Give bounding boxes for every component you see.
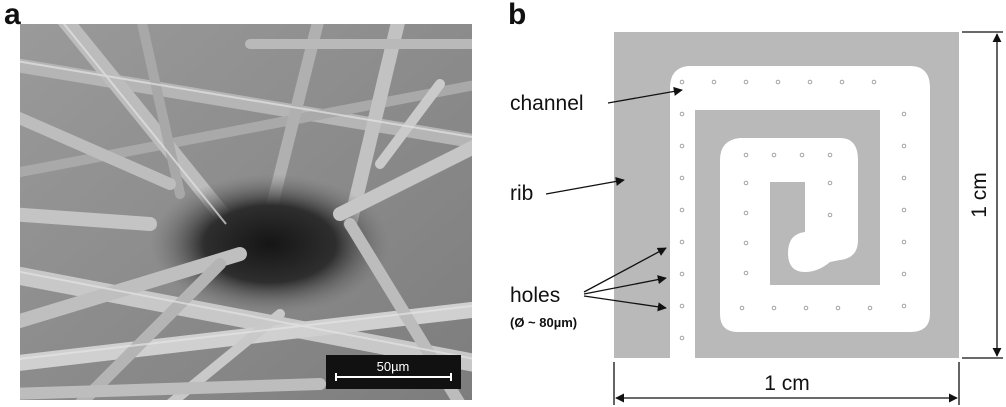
hole-marker [867, 305, 873, 311]
hole-marker [679, 335, 685, 341]
label-holes: holes [510, 284, 560, 307]
hole-marker [679, 207, 685, 213]
hole-marker [711, 79, 717, 85]
label-rib: rib [510, 182, 533, 205]
hole-marker [827, 212, 833, 218]
hole-marker [679, 111, 685, 117]
hole-marker [807, 79, 813, 85]
hole-marker [901, 303, 907, 309]
hole-marker [743, 152, 749, 158]
hole-marker [771, 152, 777, 158]
hole-marker [679, 303, 685, 309]
hole-marker [739, 305, 745, 311]
arrow-channel [607, 86, 683, 104]
hole-marker [743, 240, 749, 246]
hole-marker [743, 210, 749, 216]
hole-marker [827, 152, 833, 158]
hole-marker [901, 175, 907, 181]
hole-marker [679, 271, 685, 277]
sem-micrograph: 50µm [20, 24, 472, 400]
hole-marker [679, 175, 685, 181]
hole-marker [901, 271, 907, 277]
dimension-width-label: 1 cm [764, 372, 810, 395]
sem-fibers-front [20, 79, 472, 400]
hole-marker [901, 111, 907, 117]
hole-marker [743, 79, 749, 85]
hole-marker [901, 239, 907, 245]
dimension-height: 1 cm [962, 31, 1003, 359]
arrow-hole-2 [583, 275, 667, 295]
hole-marker [901, 207, 907, 213]
hole-marker [839, 79, 845, 85]
scale-bar: 50µm [326, 355, 461, 389]
hole-marker [775, 79, 781, 85]
sem-fiber-highlights [20, 24, 472, 360]
scale-bar-box [326, 355, 461, 389]
arrow-hole-1 [583, 247, 667, 293]
hole-marker [743, 180, 749, 186]
arrow-rib [545, 176, 625, 195]
hole-marker [771, 305, 777, 311]
hole-marker [743, 270, 749, 276]
panel-a-letter: a [4, 0, 21, 31]
label-holes-diameter: (Ø ~ 80µm) [510, 315, 577, 330]
hole-marker [871, 79, 877, 85]
hole-marker [679, 143, 685, 149]
hole-marker [803, 305, 809, 311]
hole-marker [679, 79, 685, 85]
hole-marker [799, 152, 805, 158]
hole-marker [901, 143, 907, 149]
holes-group [679, 79, 907, 341]
label-channel: channel [510, 92, 584, 115]
hole-marker [679, 239, 685, 245]
panel-b-letter: b [508, 0, 527, 31]
hole-marker [835, 305, 841, 311]
scale-bar-label: 50µm [377, 359, 410, 374]
hole-marker [827, 180, 833, 186]
serpentine-channel [670, 66, 930, 358]
flow-field-diagram: channel rib holes (Ø ~ 80µm) 1 cm 1 cm [510, 31, 1003, 405]
dimension-height-label: 1 cm [968, 172, 991, 218]
dimension-width: 1 cm [613, 362, 960, 405]
arrow-hole-3 [583, 295, 667, 312]
